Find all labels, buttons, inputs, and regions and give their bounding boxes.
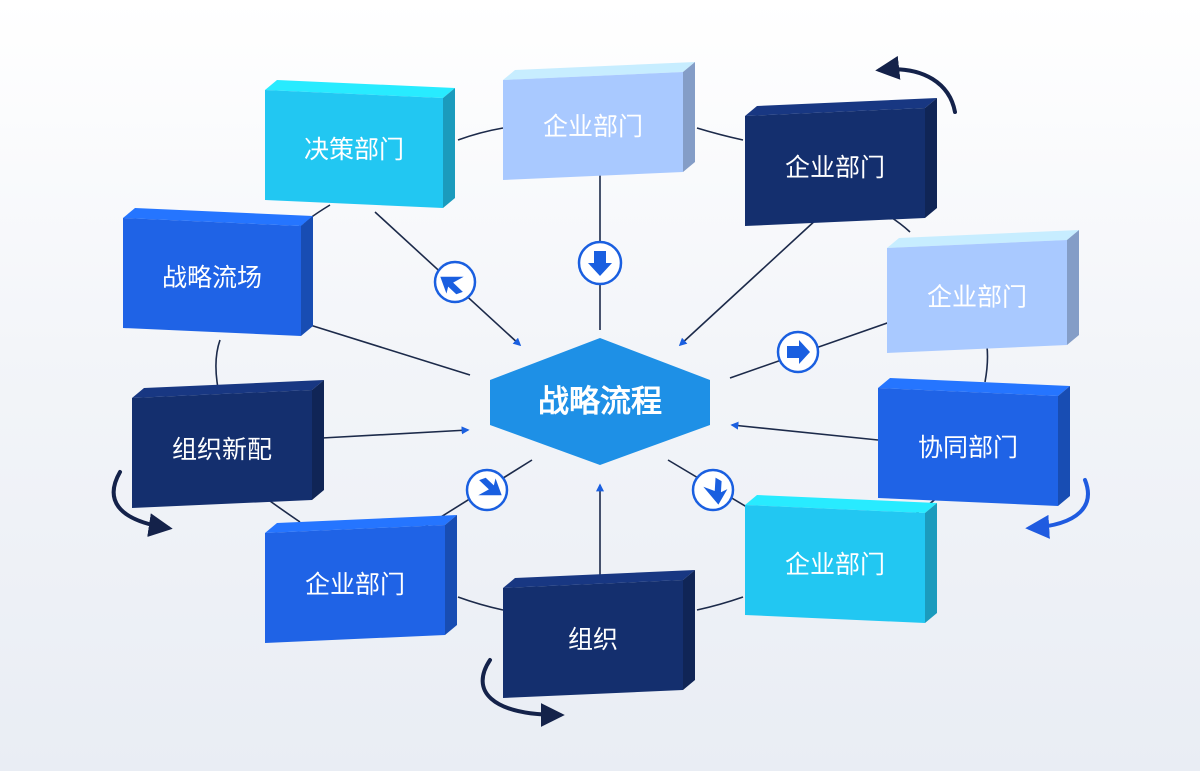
ring-link	[457, 127, 504, 141]
department-label: 企业部门	[927, 283, 1027, 312]
block-front-face	[503, 580, 683, 698]
spoke-mid-right	[730, 421, 879, 441]
spoke-left	[309, 324, 471, 376]
block-side-face	[445, 515, 457, 635]
block-front-face	[503, 72, 683, 180]
department-label: 组织	[568, 625, 618, 654]
department-label: 企业部门	[785, 153, 885, 182]
department-block-mid-left: 组织新配	[132, 380, 324, 508]
department-block-bottom-left: 企业部门	[265, 515, 457, 643]
department-label: 决策部门	[304, 135, 404, 164]
center-label: 战略流程	[538, 384, 662, 420]
diagonal-arrow-icon	[691, 468, 735, 512]
block-front-face	[265, 90, 443, 208]
block-side-face	[443, 88, 455, 208]
department-block-top: 企业部门	[503, 62, 695, 180]
block-top-face	[265, 80, 455, 98]
block-front-face	[265, 525, 445, 643]
block-top-face	[745, 495, 937, 513]
block-side-face	[683, 570, 695, 690]
department-blocks: 企业部门决策部门企业部门战略流场企业部门组织新配协同部门企业部门组织企业部门	[123, 62, 1079, 698]
block-front-face	[123, 218, 301, 336]
block-side-face	[683, 62, 695, 172]
block-top-face	[123, 208, 313, 226]
right-arrow-icon	[776, 330, 820, 374]
department-label: 企业部门	[785, 550, 885, 579]
block-front-face	[878, 388, 1058, 506]
block-front-face	[887, 240, 1067, 353]
rotate-arrow-icon	[480, 658, 565, 727]
department-block-right: 企业部门	[887, 230, 1079, 353]
block-top-face	[503, 62, 695, 80]
spoke-mid-left	[321, 426, 470, 439]
block-side-face	[925, 98, 937, 218]
block-side-face	[1067, 230, 1079, 345]
spoke-top-right	[678, 217, 819, 347]
block-side-face	[925, 503, 937, 623]
rotate-arrow-icon	[1025, 478, 1090, 539]
department-label: 协同部门	[918, 433, 1018, 462]
block-side-face	[312, 380, 324, 500]
block-top-face	[745, 98, 937, 116]
block-top-face	[503, 570, 695, 588]
down-arrow-icon	[577, 240, 623, 286]
department-block-bottom-right: 企业部门	[745, 495, 937, 623]
diagonal-arrow-icon	[433, 260, 477, 304]
ring-link	[696, 127, 744, 141]
department-label: 组织新配	[172, 435, 272, 464]
department-block-bottom: 组织	[503, 570, 695, 698]
diagonal-arrow-icon	[465, 468, 509, 512]
department-label: 战略流场	[162, 263, 262, 292]
block-side-face	[1058, 386, 1070, 506]
block-top-face	[132, 380, 324, 398]
rotation-arrows	[111, 55, 1090, 727]
block-side-face	[301, 216, 313, 336]
spoke-badges	[433, 240, 820, 512]
rotate-arrow-icon	[875, 55, 957, 114]
block-top-face	[265, 515, 457, 533]
department-label: 企业部门	[305, 570, 405, 599]
center-hexagon	[490, 338, 710, 465]
ring-link	[457, 596, 504, 611]
center-node: 战略流程	[490, 338, 710, 465]
department-block-top-right: 企业部门	[745, 98, 937, 226]
department-block-top-left: 决策部门	[265, 80, 455, 208]
block-top-face	[887, 230, 1079, 248]
department-label: 企业部门	[543, 112, 643, 141]
block-front-face	[745, 108, 925, 226]
rotate-arrow-icon	[111, 470, 173, 537]
block-front-face	[132, 390, 312, 508]
ring-link	[215, 339, 221, 389]
department-block-mid-right: 协同部门	[878, 378, 1070, 506]
block-top-face	[878, 378, 1070, 396]
department-block-left: 战略流场	[123, 208, 313, 336]
block-front-face	[745, 505, 925, 623]
ring-link	[696, 596, 744, 611]
